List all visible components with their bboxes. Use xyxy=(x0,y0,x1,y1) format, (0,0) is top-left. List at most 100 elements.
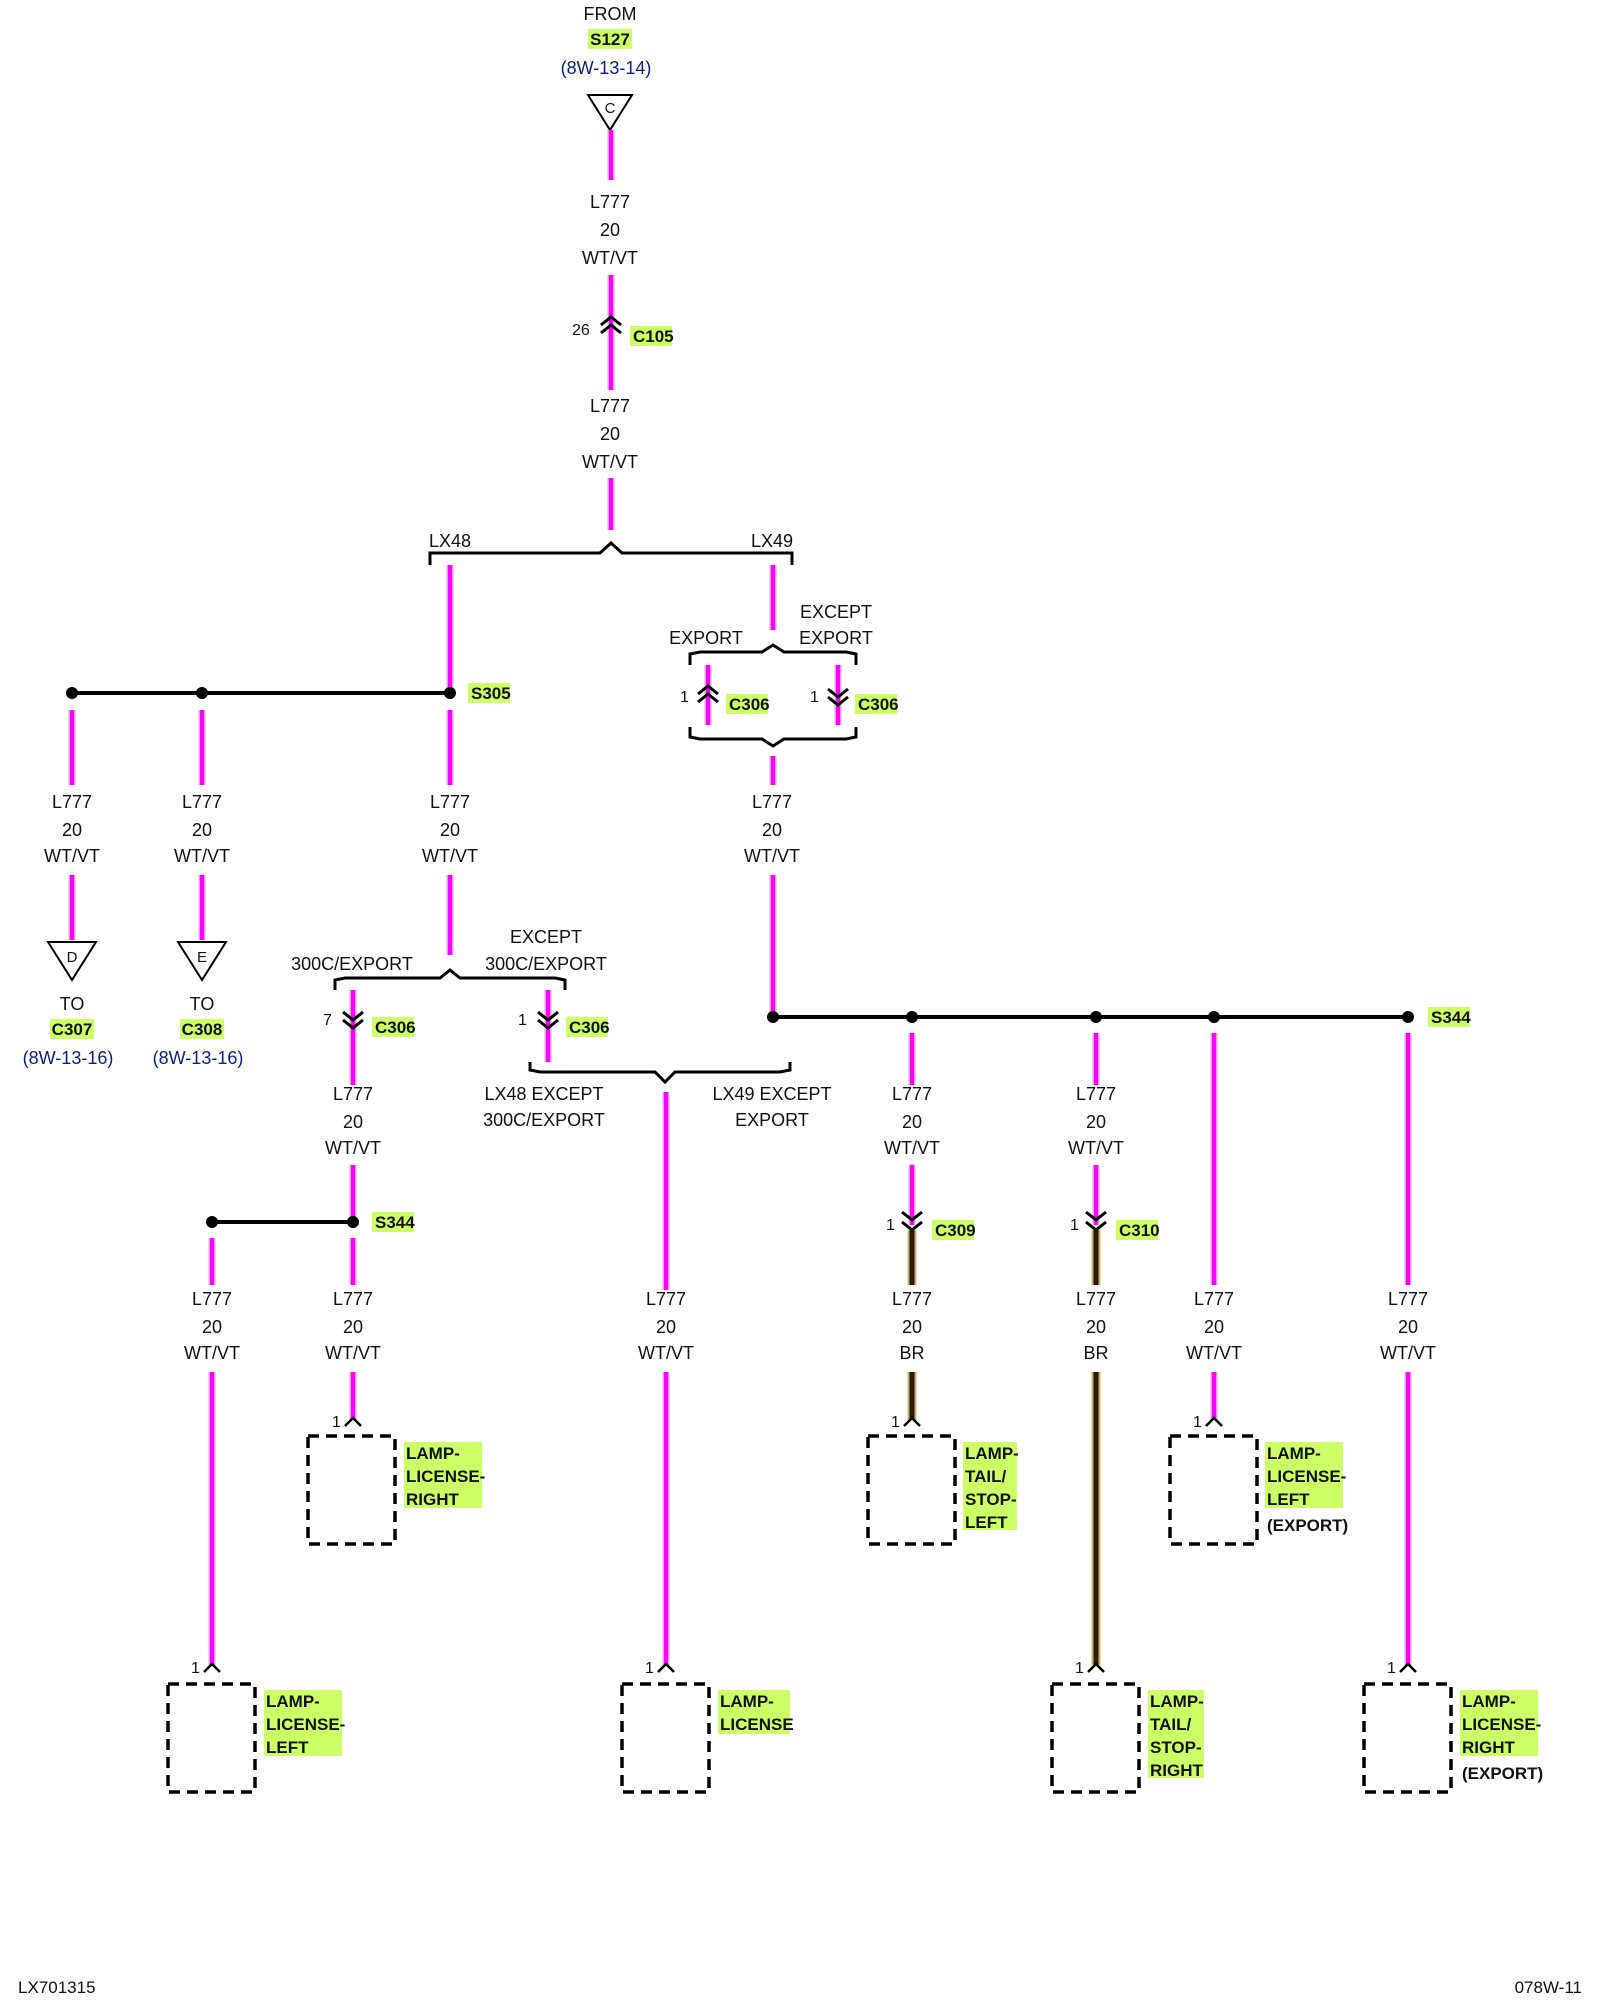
300c-color: WT/VT xyxy=(325,1138,381,1158)
lamp-license-right-export-box xyxy=(1362,1682,1453,1794)
lx49-merge-bracket xyxy=(688,727,858,748)
lamp-license-right-export-line3: RIGHT xyxy=(1462,1738,1516,1757)
c307-ref: (8W-13-16) xyxy=(23,1048,114,1068)
to-d-wire-id: L777 xyxy=(52,792,92,812)
lx-option-bracket xyxy=(428,540,794,565)
lamp-license-left: 1 LAMP- LICENSE- LEFT xyxy=(166,1660,345,1794)
s305-label: S305 xyxy=(471,684,511,703)
c310-label: C310 xyxy=(1119,1221,1160,1240)
lx49-color: WT/VT xyxy=(744,846,800,866)
c306-pin7-connector xyxy=(342,1010,364,1030)
trunk-gauge-1: 20 xyxy=(600,220,620,240)
300c-option-bracket xyxy=(333,968,567,990)
tail-left-gauge-1: 20 xyxy=(902,1112,922,1132)
lamp-license-left-export-note: (EXPORT) xyxy=(1267,1516,1348,1535)
lamp-tail-left-line4: LEFT xyxy=(965,1513,1008,1532)
license-color: WT/VT xyxy=(638,1343,694,1363)
to-e-gauge: 20 xyxy=(192,820,212,840)
trunk-color-2: WT/VT xyxy=(582,452,638,472)
s305-node-left xyxy=(66,687,78,699)
lx49-except-label-2: EXPORT xyxy=(735,1110,809,1130)
connector-e-triangle: E xyxy=(176,941,228,982)
c306-export-label: C306 xyxy=(729,695,770,714)
trunk-gauge-2: 20 xyxy=(600,424,620,444)
license-right-wire-id: L777 xyxy=(333,1289,373,1309)
to-e-wire-id: L777 xyxy=(182,792,222,812)
c308-highlight xyxy=(180,1019,224,1039)
connector-e-letter: E xyxy=(197,949,207,966)
c306-pin1-connector xyxy=(537,1010,559,1030)
trunk-wire-id-2: L777 xyxy=(590,396,630,416)
lamp-license-left-box xyxy=(166,1682,257,1794)
connector-c-triangle: C xyxy=(586,94,634,132)
lamp-tail-left-line1: LAMP- xyxy=(965,1444,1019,1463)
lamp-tail-right-pin: 1 xyxy=(1075,1660,1084,1677)
s305-highlight xyxy=(468,683,510,703)
s127-ref: (8W-13-14) xyxy=(561,58,652,78)
license-left-export-color: WT/VT xyxy=(1186,1343,1242,1363)
lamp-license-right-export-line1: LAMP- xyxy=(1462,1692,1516,1711)
license-merge-bracket xyxy=(528,1062,792,1085)
lamp-tail-stop-left: 1 LAMP- TAIL/ STOP- LEFT xyxy=(866,1414,1019,1546)
license-gauge: 20 xyxy=(656,1317,676,1337)
c105-connector xyxy=(600,315,622,335)
to-d-gauge: 20 xyxy=(62,820,82,840)
c309-label: C309 xyxy=(935,1221,976,1240)
lamp-license-box xyxy=(620,1682,711,1794)
lamp-license-right-line3: RIGHT xyxy=(406,1490,460,1509)
lamp-license-right: 1 LAMP- LICENSE- RIGHT xyxy=(306,1414,485,1546)
footer-left-code: LX701315 xyxy=(18,1978,96,1997)
tail-left-color-2: BR xyxy=(899,1343,924,1363)
license-right-export-color: WT/VT xyxy=(1380,1343,1436,1363)
lamp-license-left-export-line2: LICENSE- xyxy=(1267,1467,1346,1486)
s344-left-highlight xyxy=(372,1212,414,1232)
lamp-license-right-export-line2: LICENSE- xyxy=(1462,1715,1541,1734)
c308-label: C308 xyxy=(182,1020,223,1039)
lamp-tail-left-line3: STOP- xyxy=(965,1490,1017,1509)
s344-left-node-b xyxy=(347,1216,359,1228)
lx48-except-label-2: 300C/EXPORT xyxy=(483,1110,605,1130)
except-export-label: EXPORT xyxy=(799,628,873,648)
tail-left-color-1: WT/VT xyxy=(884,1138,940,1158)
s305-node-main xyxy=(444,687,456,699)
300c-export-label: 300C/EXPORT xyxy=(291,954,413,974)
connector-d-letter: D xyxy=(67,949,78,966)
s305-wire-id: L777 xyxy=(430,792,470,812)
c306-pin7: 7 xyxy=(323,1012,332,1029)
lamp-license-line1: LAMP- xyxy=(720,1692,774,1711)
c306-except-connector xyxy=(827,687,849,707)
except-label: EXCEPT xyxy=(800,602,872,622)
s305-color: WT/VT xyxy=(422,846,478,866)
lamp-license-left-line1: LAMP- xyxy=(266,1692,320,1711)
lamp-license-right-pin: 1 xyxy=(332,1414,341,1431)
license-left-gauge: 20 xyxy=(202,1317,222,1337)
lamp-license-left-export-line3: LEFT xyxy=(1267,1490,1310,1509)
s344-right-node-5 xyxy=(1402,1011,1414,1023)
lamp-tail-left-box xyxy=(866,1434,957,1546)
s305-node-mid xyxy=(196,687,208,699)
tail-right-gauge-2: 20 xyxy=(1086,1317,1106,1337)
lx48-label: LX48 xyxy=(429,531,471,551)
lamp-license-line2: LICENSE xyxy=(720,1715,794,1734)
s127-label: S127 xyxy=(590,30,630,49)
s344-right-label: S344 xyxy=(1431,1008,1471,1027)
except-300c-label-1: EXCEPT xyxy=(510,927,582,947)
c306-export-connector xyxy=(697,684,719,704)
lamp-tail-right-line2: TAIL/ xyxy=(1150,1715,1192,1734)
except-300c-label-2: 300C/EXPORT xyxy=(485,954,607,974)
trunk-wire-id-1: L777 xyxy=(590,192,630,212)
c306-except-label: C306 xyxy=(858,695,899,714)
license-right-gauge: 20 xyxy=(343,1317,363,1337)
s344-right-node-1 xyxy=(767,1011,779,1023)
c306-pin7-highlight xyxy=(372,1017,414,1037)
tail-left-gauge-2: 20 xyxy=(902,1317,922,1337)
c309-highlight xyxy=(932,1220,974,1240)
license-left-export-gauge: 20 xyxy=(1204,1317,1224,1337)
license-right-export-gauge: 20 xyxy=(1398,1317,1418,1337)
tail-right-wire-id-1: L777 xyxy=(1076,1084,1116,1104)
lamp-license-left-export-box xyxy=(1168,1434,1259,1546)
tail-right-color-1: WT/VT xyxy=(1068,1138,1124,1158)
tail-left-wire-id-1: L777 xyxy=(892,1084,932,1104)
300c-wire-id: L777 xyxy=(333,1084,373,1104)
c105-pin: 26 xyxy=(572,322,590,339)
